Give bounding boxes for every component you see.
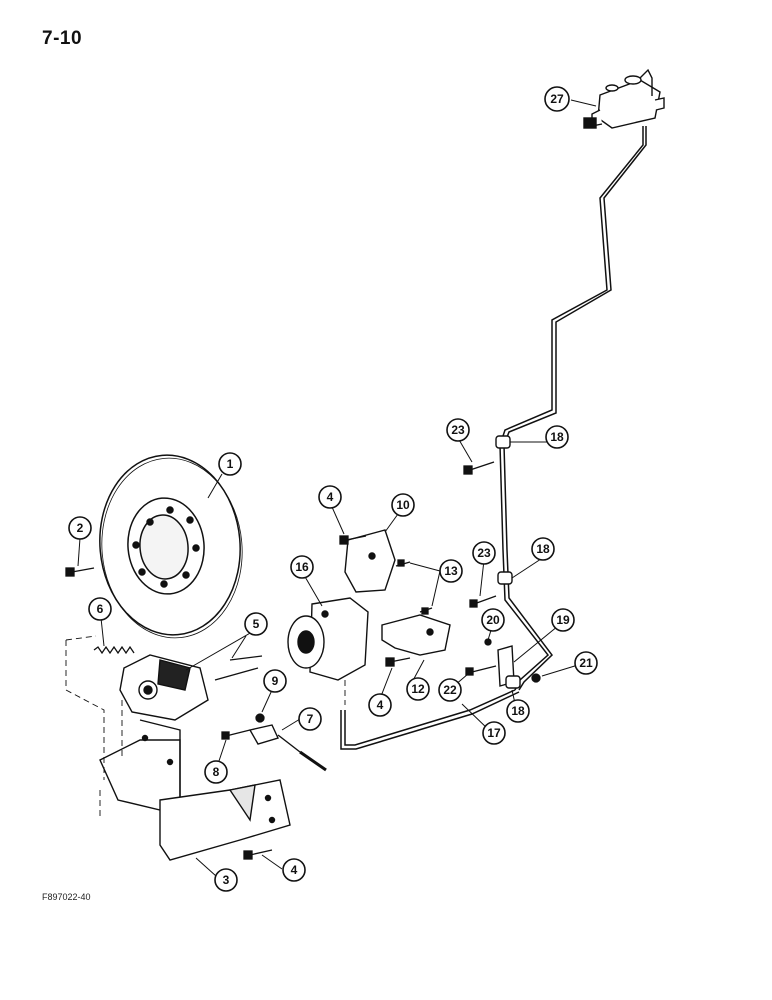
brake-rotor — [99, 454, 243, 639]
callout-label: 1 — [227, 457, 234, 471]
callout-label: 10 — [396, 498, 410, 512]
figure-code: F897022-40 — [42, 892, 91, 902]
callout-c16: 16 — [290, 555, 314, 579]
callout-c9: 9 — [263, 669, 287, 693]
callout-c7: 7 — [298, 707, 322, 731]
callout-label: 6 — [97, 602, 104, 616]
callout-c20: 20 — [481, 608, 505, 632]
callout-c23a: 23 — [446, 418, 470, 442]
callout-label: 22 — [443, 683, 457, 697]
callout-c2: 2 — [68, 516, 92, 540]
callout-c22: 22 — [438, 678, 462, 702]
callout-c4b: 4 — [368, 693, 392, 717]
callout-label: 18 — [550, 430, 564, 444]
callout-label: 17 — [487, 726, 501, 740]
callout-c17: 17 — [482, 721, 506, 745]
page-number: 7-10 — [42, 28, 83, 49]
callout-label: 23 — [451, 423, 465, 437]
callout-label: 18 — [511, 704, 525, 718]
callout-c4a: 4 — [318, 485, 342, 509]
callout-c1: 1 — [218, 452, 242, 476]
callout-c13: 13 — [439, 559, 463, 583]
callout-c23b: 23 — [472, 541, 496, 565]
callout-label: 8 — [213, 765, 220, 779]
callout-label: 16 — [295, 560, 309, 574]
callout-c27: 27 — [544, 86, 570, 112]
phantom-lines — [65, 635, 346, 820]
callout-label: 19 — [556, 613, 570, 627]
callout-c5: 5 — [244, 612, 268, 636]
lower-bracket — [381, 614, 451, 656]
callout-label: 9 — [272, 674, 279, 688]
callout-label: 23 — [477, 546, 491, 560]
caliper-pins — [214, 655, 263, 681]
callout-label: 7 — [307, 712, 314, 726]
callout-label: 4 — [377, 698, 384, 712]
brake-line — [340, 126, 647, 750]
upper-bracket — [344, 529, 396, 593]
callout-c12: 12 — [406, 677, 430, 701]
callout-c18b: 18 — [531, 537, 555, 561]
callout-label: 18 — [536, 542, 550, 556]
callout-c4c: 4 — [282, 858, 306, 882]
mounting-bracket — [99, 719, 291, 861]
callout-c21: 21 — [574, 651, 598, 675]
callout-label: 4 — [327, 490, 334, 504]
brake-actuator — [287, 597, 369, 681]
bolts — [65, 461, 541, 860]
callout-label: 12 — [411, 682, 425, 696]
callout-label: 3 — [223, 873, 230, 887]
callout-c18a: 18 — [545, 425, 569, 449]
callout-label: 5 — [253, 617, 260, 631]
callout-c19: 19 — [551, 608, 575, 632]
callout-c3: 3 — [214, 868, 238, 892]
callout-label: 4 — [291, 863, 298, 877]
brake-cable — [248, 724, 327, 772]
line-clips — [495, 435, 521, 689]
spring — [93, 645, 135, 655]
master-cylinder — [583, 68, 665, 129]
callout-c8: 8 — [204, 760, 228, 784]
callout-c6: 6 — [88, 597, 112, 621]
callout-label: 27 — [550, 92, 564, 106]
callout-c18c: 18 — [506, 699, 530, 723]
callout-label: 20 — [486, 613, 500, 627]
callout-label: 13 — [444, 564, 458, 578]
brake-caliper — [119, 654, 209, 721]
callout-label: 21 — [579, 656, 593, 670]
callout-c10: 10 — [391, 493, 415, 517]
callout-label: 2 — [77, 521, 84, 535]
